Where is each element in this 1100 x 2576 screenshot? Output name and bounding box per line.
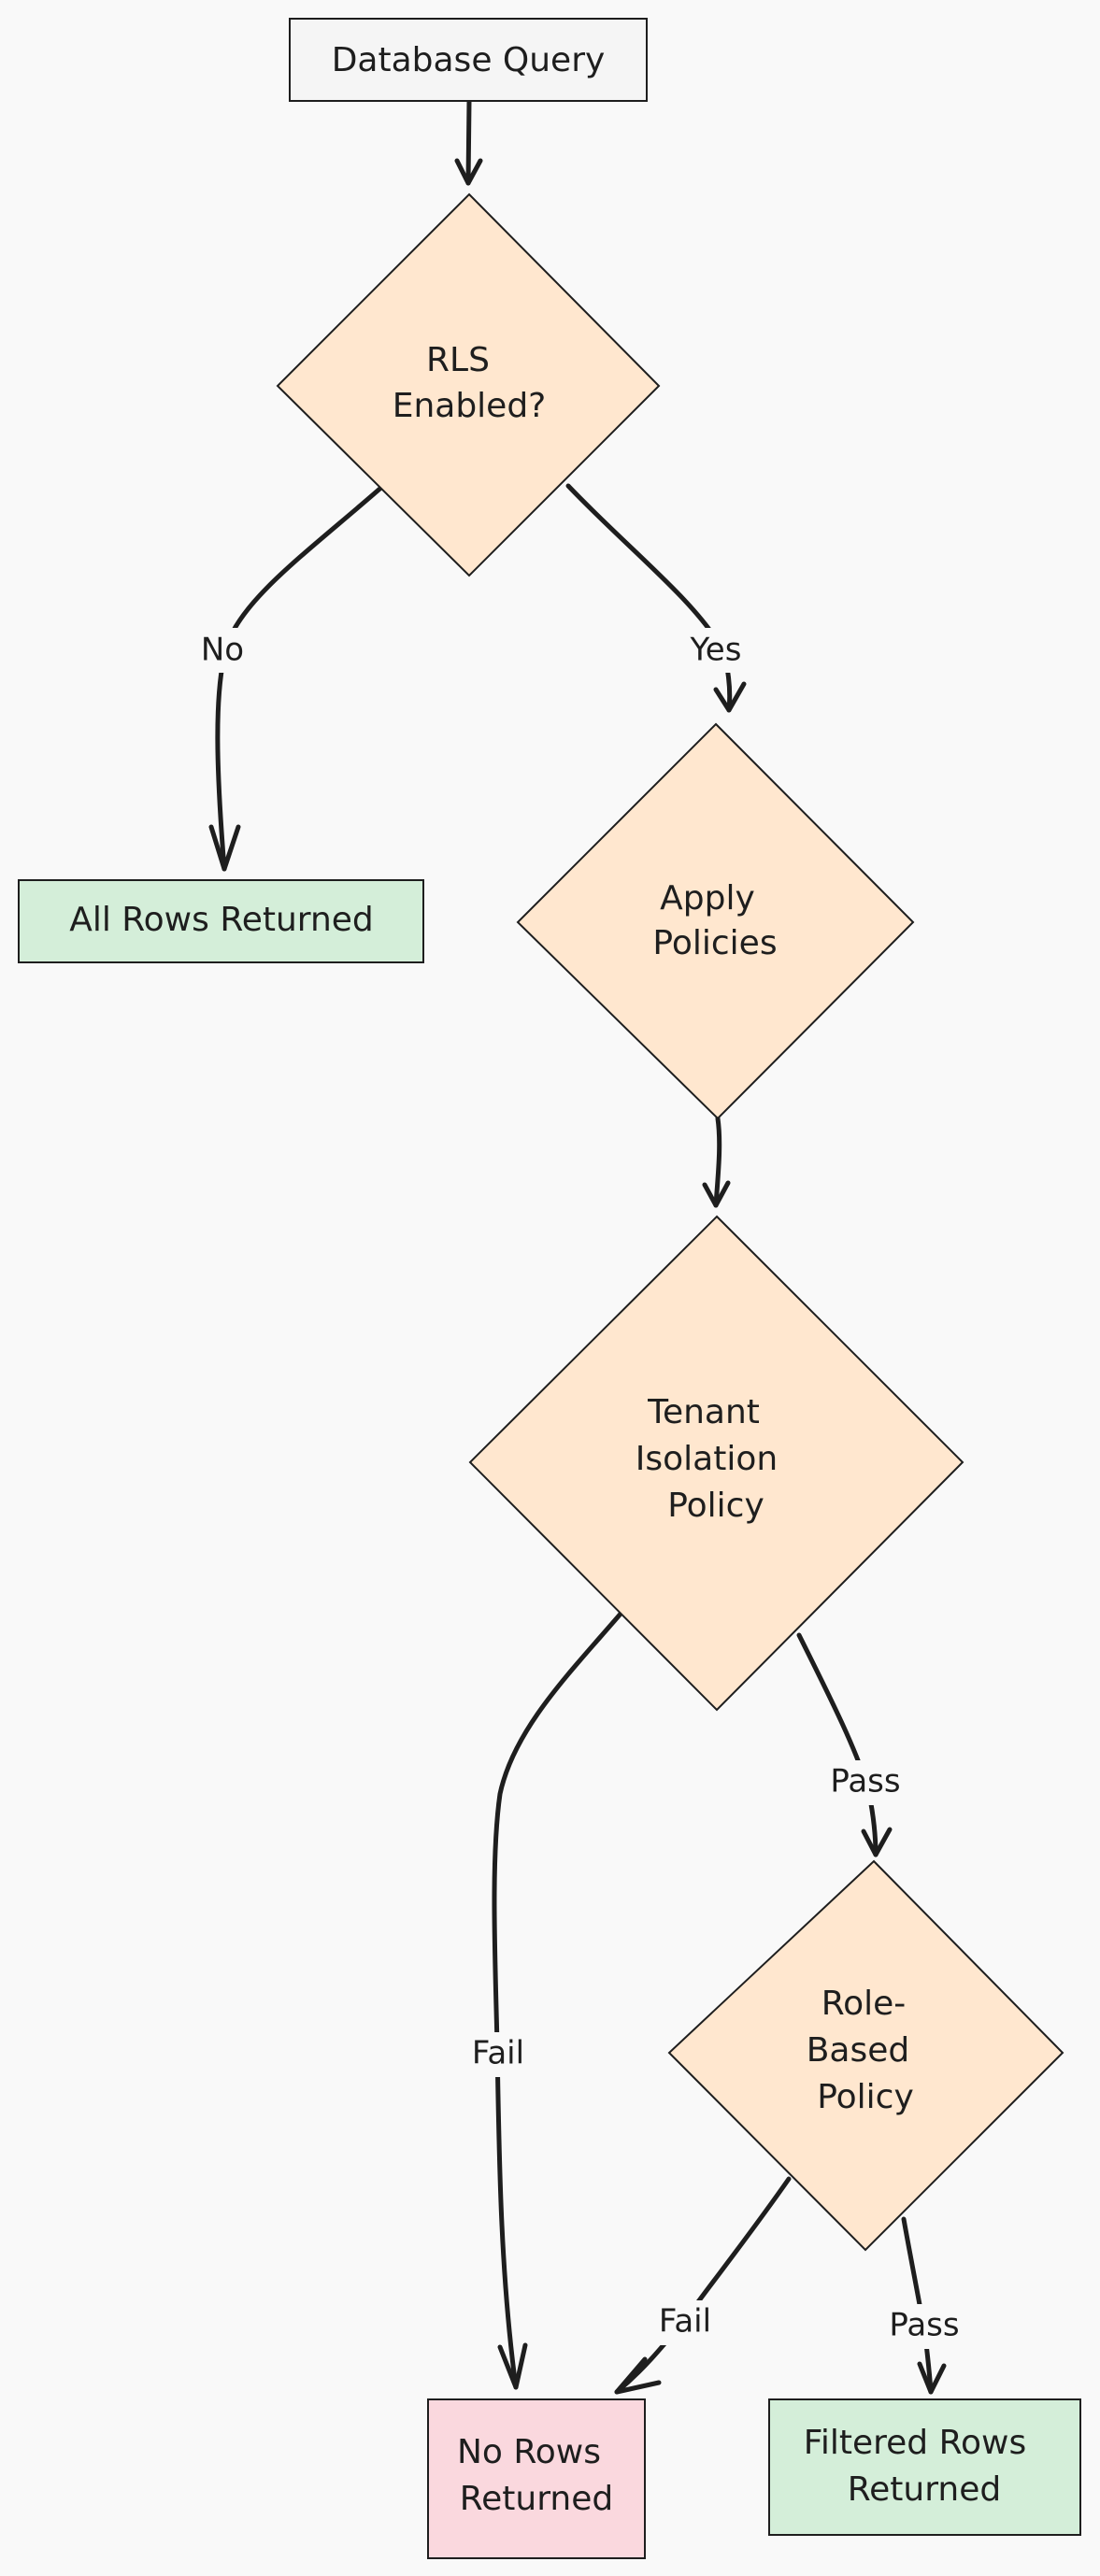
all-rows-box (18, 879, 424, 963)
apply-policies-line-2: Policies (652, 924, 777, 962)
database-query-box (289, 18, 648, 102)
edge-role-pass: Pass (873, 2216, 976, 2395)
database-query-label: Database Query (332, 41, 606, 79)
tenant-isolation-line-1: Tenant (647, 1393, 760, 1431)
edge-tenant-fail: Fail (458, 1610, 624, 2390)
role-based-line-2: Based (807, 2031, 910, 2070)
edge-role-fail: Fail (614, 2176, 792, 2395)
filtered-rows-line-2: Returned (848, 2470, 1001, 2509)
node-apply-policies: Apply Policies (516, 722, 915, 1120)
no-rows-line-1: No Rows (457, 2433, 601, 2471)
tenant-isolation-line-3: Policy (667, 1487, 764, 1525)
edge-apply-to-tenant (702, 1116, 731, 1208)
edge-label-role-pass: Pass (889, 2307, 959, 2344)
tenant-isolation-diamond (468, 1215, 964, 1712)
filtered-rows-box (768, 2398, 1081, 2536)
rls-enabled-line-1: RLS (426, 341, 490, 379)
node-rls-enabled: RLS Enabled? (276, 192, 661, 577)
rls-enabled-diamond (276, 192, 661, 577)
node-tenant-isolation-policy: Tenant Isolation Policy (468, 1215, 964, 1712)
edge-label-no: No (201, 632, 244, 669)
no-rows-box (427, 2398, 646, 2559)
node-all-rows-returned: All Rows Returned (18, 879, 424, 963)
no-rows-line-2: Returned (460, 2480, 613, 2518)
node-no-rows-returned: No Rows Returned (427, 2398, 646, 2559)
apply-policies-diamond (516, 722, 915, 1120)
apply-policies-line-1: Apply (660, 879, 755, 918)
edge-label-tenant-fail: Fail (472, 2035, 524, 2072)
all-rows-label: All Rows Returned (69, 901, 374, 939)
edge-label-yes: Yes (690, 632, 742, 669)
node-role-based-policy: Role- Based Policy (667, 1859, 1064, 2252)
edges: No Yes Fail Pass (194, 98, 976, 2395)
node-filtered-rows-returned: Filtered Rows Returned (768, 2398, 1081, 2536)
node-database-query: Database Query (289, 18, 648, 102)
role-based-line-3: Policy (817, 2078, 914, 2116)
edge-tenant-pass: Pass (796, 1632, 918, 1857)
role-based-line-1: Role- (821, 1985, 907, 2023)
rls-enabled-line-2: Enabled? (393, 387, 547, 425)
filtered-rows-line-1: Filtered Rows (804, 2424, 1026, 2462)
nodes: Database Query RLS Enabled? All Rows Ret… (18, 18, 1081, 2559)
edge-label-role-fail: Fail (659, 2303, 711, 2341)
tenant-isolation-line-2: Isolation (636, 1440, 778, 1478)
edge-rls-no: No (194, 483, 386, 872)
role-based-diamond (667, 1859, 1064, 2252)
edge-query-to-rls (454, 98, 483, 186)
edge-rls-yes: Yes (565, 483, 756, 713)
edge-label-tenant-pass: Pass (830, 1763, 900, 1800)
